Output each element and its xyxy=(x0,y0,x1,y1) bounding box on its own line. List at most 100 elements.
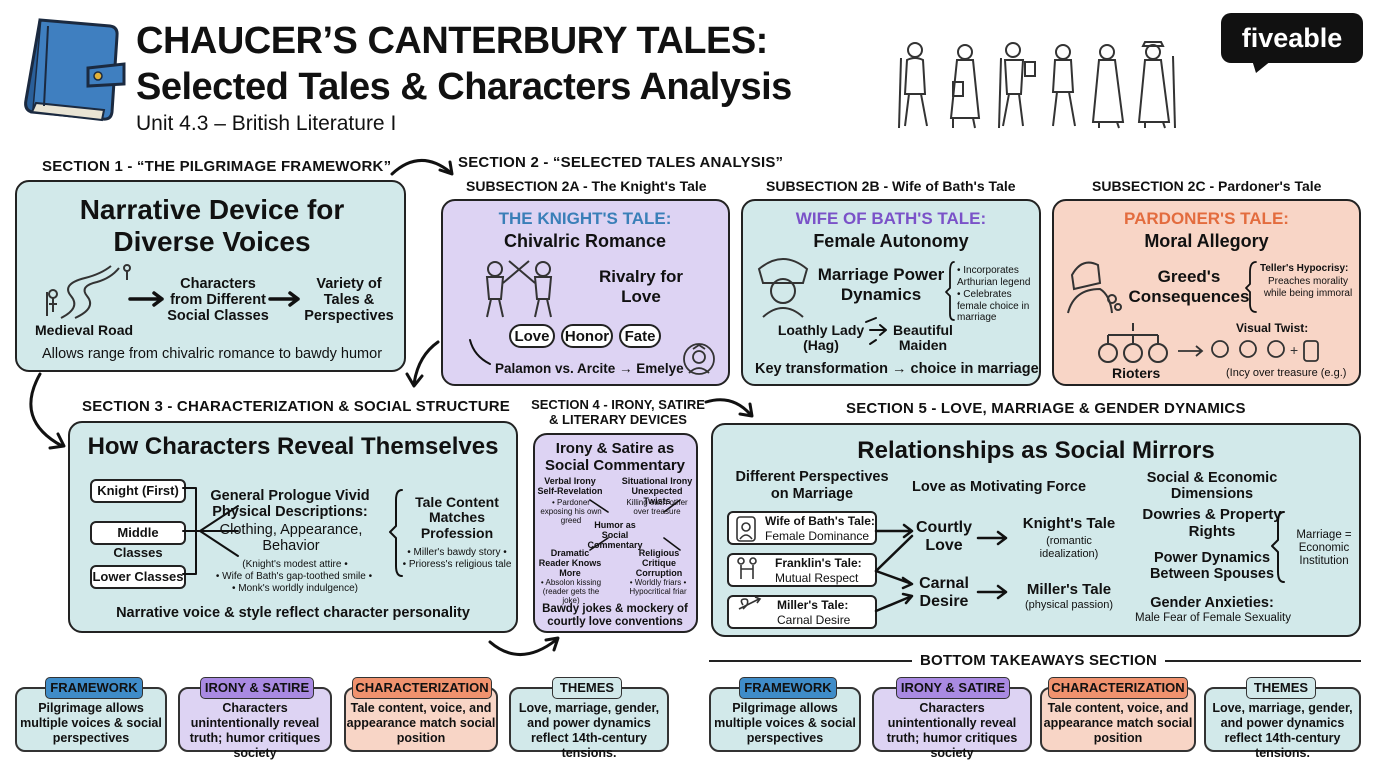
knight-tale-note: (romantic idealization) xyxy=(1039,535,1099,560)
class-middle: Middle Classes xyxy=(90,521,186,560)
verbal-title: Verbal Irony Self-Revelation xyxy=(537,476,603,496)
pardoner-figure-icon xyxy=(1067,261,1122,314)
situational-text: Killing each other over treasure xyxy=(626,498,688,516)
section1-label: SECTION 1 - “THE PILGRIMAGE FRAMEWORK” xyxy=(42,158,392,175)
religious-text: • Worldly friars • Hypocritical friar xyxy=(629,578,687,596)
verbal-text: • Pardoner exposing his own greed xyxy=(540,498,602,525)
wife-note-1: • Incorporates Arthurian legend xyxy=(957,265,1031,288)
section4-caption: Bawdy jokes & mockery of courtly love co… xyxy=(542,603,688,629)
knight-tale-box: THE KNIGHT'S TALE: Chivalric Romance Riv… xyxy=(441,199,730,386)
pill-love: Love xyxy=(509,324,555,348)
section4-box: Irony & Satire as Social Commentary Verb… xyxy=(533,433,698,633)
econ-title: Social & Economic Dimensions xyxy=(1146,470,1278,502)
arrow-sec1-to-sec2 xyxy=(390,159,454,176)
dueling-knights-icon xyxy=(485,260,553,318)
section3-box: How Characters Reveal Themselves Knight … xyxy=(68,421,518,633)
humor-center: Humor as Social Commentary xyxy=(587,520,643,550)
road-label: Medieval Road xyxy=(35,322,134,338)
title-line-2: Selected Tales & Characters Analysis xyxy=(136,66,792,108)
perspective-wife-tale: Wife of Bath's Tale: xyxy=(765,514,875,528)
section1-title: Narrative Device for Diverse Voices xyxy=(79,194,345,258)
subtitle: Unit 4.3 – British Literature I xyxy=(136,112,397,135)
wife-theme: Marriage Power Dynamics xyxy=(817,265,945,304)
knight-theme: Rivalry for Love xyxy=(598,267,684,306)
rioters-icon xyxy=(1098,323,1168,363)
section2-label: SECTION 2 - “SELECTED TALES ANALYSIS” xyxy=(458,154,784,171)
twist-note: (Inсу over treasure (e.g.) xyxy=(1226,367,1347,379)
class-lower: Lower Classes xyxy=(90,565,186,589)
loathly-lady: Loathly Lady (Hag) xyxy=(777,322,865,354)
tag-left-themes: THEMES xyxy=(552,677,622,699)
wife-genre: Female Autonomy xyxy=(813,231,969,251)
flow-step-1: Characters from Different Social Classes xyxy=(167,276,269,325)
prologue-example-2: • Wife of Bath's gap-toothed smile • xyxy=(215,571,373,582)
prologue-title: General Prologue Vivid Physical Descript… xyxy=(210,488,370,520)
tale-title: Tale Content Matches Profession xyxy=(415,494,499,541)
tag-right-themes: THEMES xyxy=(1246,677,1316,699)
couple-icon xyxy=(737,557,757,579)
love-title: Love as Motivating Force xyxy=(911,479,1087,495)
wife-small-icon xyxy=(736,516,756,542)
subsection-2c-label: SUBSECTION 2C - Pardoner's Tale xyxy=(1092,178,1322,194)
flow-step-2: Variety of Tales & Perspectives xyxy=(304,276,394,325)
section4-label: SECTION 4 - IRONY, SATIRE & LITERARY DEV… xyxy=(531,397,705,427)
arrow-sec1-to-sec3 xyxy=(29,372,66,450)
logo-tail-icon xyxy=(1252,60,1272,73)
section3-title: How Characters Reveal Themselves xyxy=(87,433,499,460)
pilgrims-illustration xyxy=(898,41,1176,129)
pill-honor: Honor xyxy=(561,324,613,348)
section5-label: SECTION 5 - LOVE, MARRIAGE & GENDER DYNA… xyxy=(846,400,1246,417)
gender-text: Male Fear of Female Sexuality xyxy=(1135,612,1291,624)
arrow-sec3-to-sec4 xyxy=(488,636,560,656)
perspective-icons xyxy=(736,516,762,610)
carnal-desire: Carnal Desire xyxy=(919,575,969,610)
subsection-2a-label: SUBSECTION 2A - The Knight's Tale xyxy=(466,178,707,194)
knight-plot: Palamon vs. Arcite → Emelye xyxy=(495,361,684,376)
pardoner-genre: Moral Allegory xyxy=(1144,231,1269,251)
perspective-miller: Miller's Tale: Carnal Desire xyxy=(727,595,877,629)
knight-genre: Chivalric Romance xyxy=(503,231,667,251)
dramatic-title: Dramatic Reader Knows More xyxy=(538,548,602,578)
tale-example-2: • Prioress's religious tale xyxy=(402,559,512,570)
prologue-items: Clothing, Appearance, Behavior xyxy=(219,522,363,554)
skulls-poison-icon: + xyxy=(1178,340,1319,362)
wife-of-bath-box: WIFE OF BATH'S TALE: Female Autonomy Mar… xyxy=(741,199,1041,386)
perspective-franklin-view: Mutual Respect xyxy=(775,571,859,585)
section5-title: Relationships as Social Mirrors xyxy=(857,437,1215,464)
gender-title: Gender Anxieties: xyxy=(1150,595,1274,611)
section1-box: Narrative Device for Diverse Voices Medi… xyxy=(15,180,406,372)
prologue-example-1: (Knight's modest attire • xyxy=(242,559,348,570)
title-line-1: CHAUCER’S CANTERBURY TALES: xyxy=(136,20,768,62)
tag-right-irony: IRONY & SATIRE xyxy=(896,677,1010,699)
arrow-sec4-to-sec5 xyxy=(704,398,754,418)
takeaway-right-irony: Characters unintentionally reveal truth;… xyxy=(872,687,1032,760)
marriage-note: Marriage = Economic Institution xyxy=(1296,529,1352,568)
wife-note-2-text: Celebrates female choice in marriage xyxy=(957,289,1030,323)
twist-title: Visual Twist: xyxy=(1236,321,1309,335)
perspective-miller-tale: Miller's Tale: xyxy=(777,598,849,612)
heart-arrow-icon xyxy=(738,596,762,610)
fiveable-logo[interactable]: fiveable xyxy=(1221,13,1363,63)
courtly-love: Courtly Love xyxy=(916,519,972,554)
knight-tale-ref: Knight's Tale xyxy=(1022,515,1116,532)
takeaways-label: BOTTOM TAKEAWAYS SECTION xyxy=(912,652,1166,669)
section4-title: Irony & Satire as Social Commentary xyxy=(544,440,686,474)
pardoner-title: PARDONER'S TALE: xyxy=(1124,209,1289,228)
beautiful-maiden: Beautiful Maiden xyxy=(893,322,953,354)
tale-example-1: • Miller's bawdy story • xyxy=(407,547,507,558)
section3-caption: Narrative voice & style reflect characte… xyxy=(116,605,470,621)
pill-fate: Fate xyxy=(619,324,661,348)
wife-portrait-icon xyxy=(757,258,809,318)
section5-box: Relationships as Social Mirrors Differen… xyxy=(711,423,1361,637)
road-icon xyxy=(46,264,131,319)
perspective-miller-view: Carnal Desire xyxy=(777,613,851,627)
section3-label: SECTION 3 - CHARACTERIZATION & SOCIAL ST… xyxy=(82,398,511,415)
miller-tale-ref: Miller's Tale xyxy=(1026,581,1112,598)
arrow-knight-to-sec3 xyxy=(405,340,440,388)
wife-key: Key transformation → choice in marriage xyxy=(755,361,1039,377)
perspective-wife-view: Female Dominance xyxy=(765,529,870,543)
knight-title: THE KNIGHT'S TALE: xyxy=(498,209,672,228)
prologue-example-3: • Monk's worldly indulgence) xyxy=(231,583,359,594)
class-knight: Knight (First) xyxy=(90,479,186,503)
section1-caption: Allows range from chivalric romance to b… xyxy=(41,346,383,362)
